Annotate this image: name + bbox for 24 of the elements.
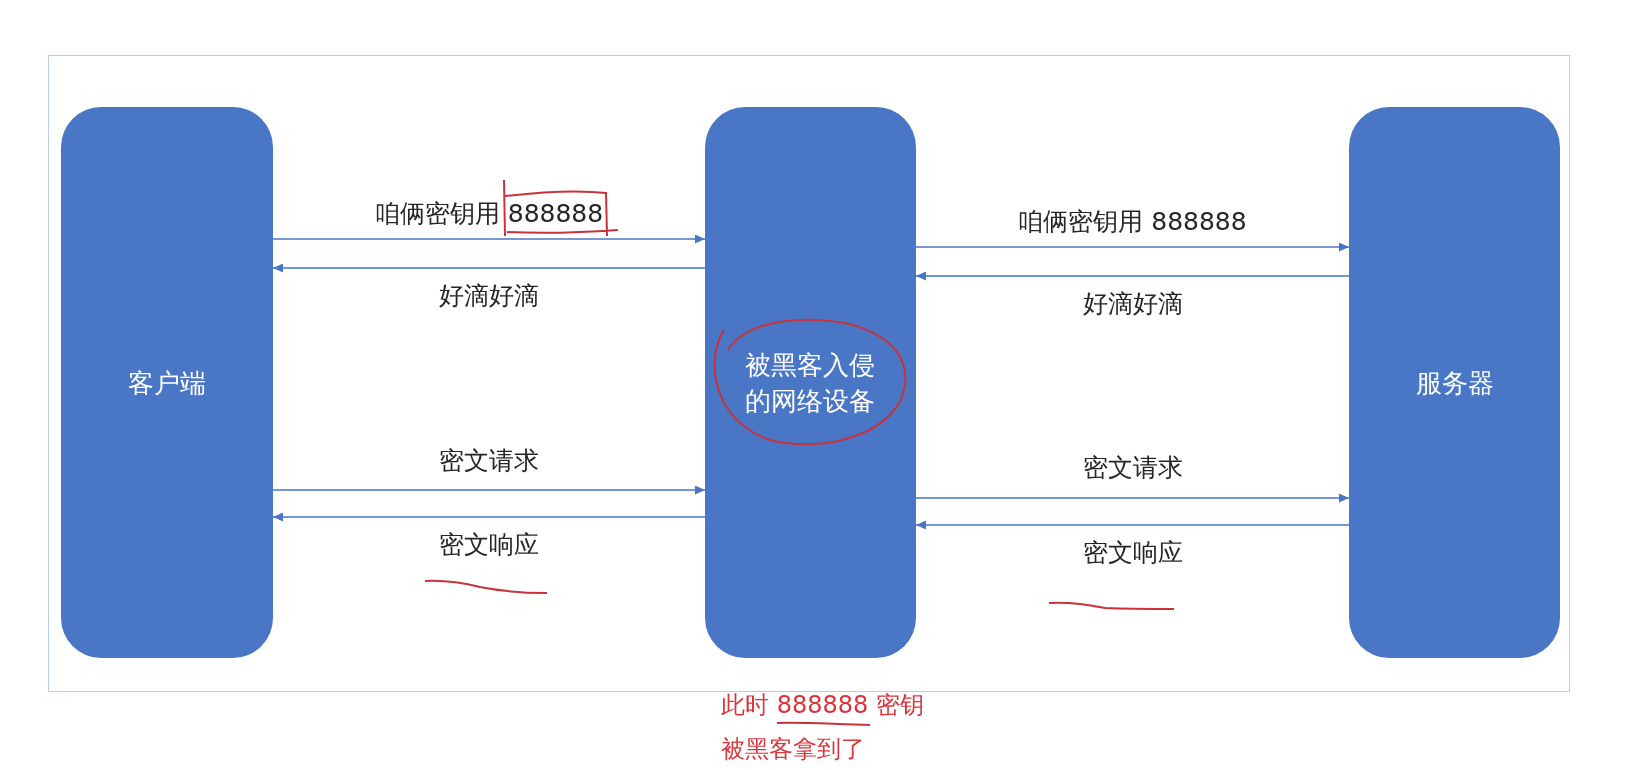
edge-label: 咱俩密钥用 888888	[374, 198, 604, 230]
node-label: 服务器	[1415, 366, 1494, 400]
note-text: 被黑客拿到了	[721, 734, 865, 764]
edge-label: 密文请求	[439, 445, 539, 477]
arrow	[272, 263, 706, 273]
arrow	[915, 271, 1350, 281]
edge-label: 密文响应	[439, 529, 539, 561]
arrow	[272, 234, 706, 244]
edge-label: 好滴好滴	[439, 280, 539, 312]
edge-label: 咱俩密钥用 888888	[1018, 206, 1247, 238]
arrow	[272, 485, 706, 495]
arrow	[272, 512, 706, 522]
arrow	[915, 520, 1350, 530]
rounded-box	[1349, 107, 1560, 658]
edge-label: 密文请求	[1082, 452, 1183, 484]
rounded-box	[61, 107, 273, 658]
arrow	[915, 242, 1350, 252]
edge-label: 好滴好滴	[1082, 288, 1183, 320]
edge-label: 密文响应	[1082, 537, 1183, 569]
node-label: 被黑客入侵的网络设备	[744, 348, 877, 418]
note-text: 此时 888888 密钥	[721, 690, 924, 720]
node-label: 客户端	[128, 366, 206, 400]
arrow	[915, 493, 1350, 503]
rounded-box	[705, 107, 916, 658]
